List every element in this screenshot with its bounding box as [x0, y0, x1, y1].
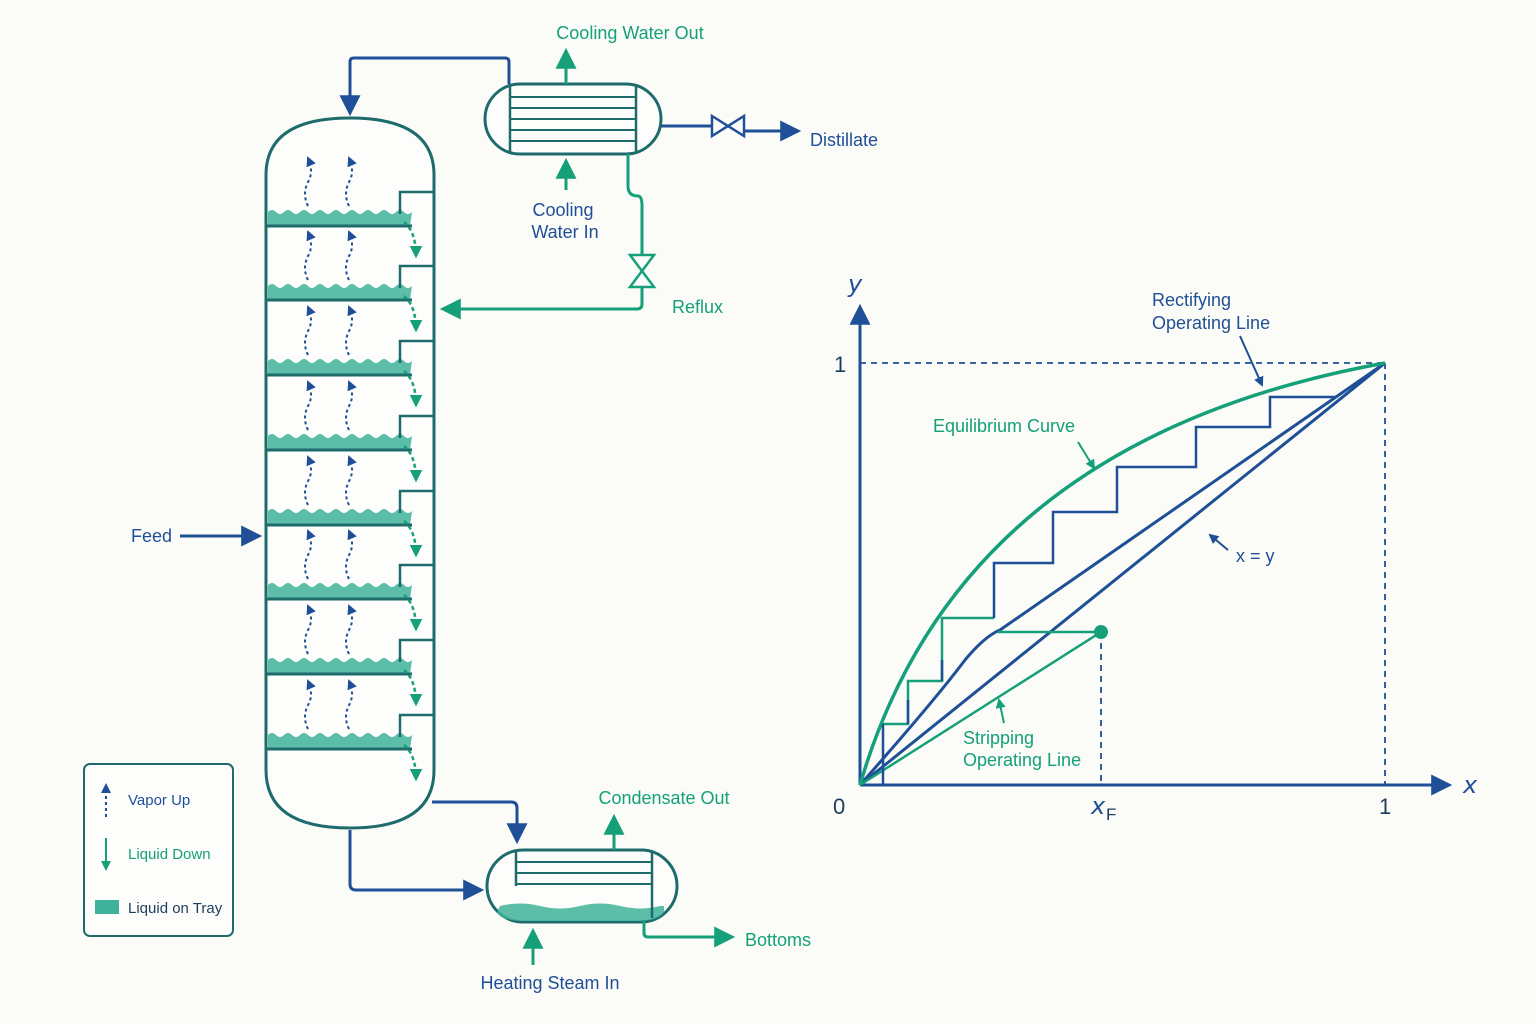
- tray-liquid: [268, 733, 412, 749]
- downcomer: [398, 563, 434, 587]
- tray: [266, 305, 434, 408]
- diagonal-label: x = y: [1236, 546, 1275, 566]
- xf-subscript: F: [1106, 805, 1116, 824]
- reflux-valve: [627, 253, 657, 289]
- heating-steam-in-label: Heating Steam In: [480, 973, 619, 993]
- downcomer: [398, 489, 434, 513]
- feed-point: [1094, 625, 1108, 639]
- distillation-column: [264, 116, 436, 830]
- downcomer: [398, 638, 434, 662]
- rectifying-label-2: Operating Line: [1152, 313, 1270, 333]
- downcomer: [398, 713, 434, 737]
- cooling-water-in-label-1: Cooling: [532, 200, 593, 220]
- liquid-down-arrow: [403, 744, 423, 782]
- reboiler-vapor-return-line: [432, 800, 528, 845]
- vapor-up-arrow: [304, 679, 316, 730]
- tray: [266, 230, 434, 333]
- liquid-down-arrow: [403, 445, 423, 483]
- rectifying-line: [858, 361, 1386, 786]
- downcomer: [398, 190, 434, 214]
- x-axis-label: x: [1462, 771, 1478, 799]
- condenser: [483, 82, 663, 156]
- y-tick-one: 1: [834, 352, 846, 377]
- feed-label: Feed: [131, 526, 172, 546]
- vapor-up-arrow: [345, 156, 357, 207]
- vapor-up-arrow: [304, 305, 316, 356]
- liquid-down-arrow: [403, 669, 423, 707]
- stripping-line: [859, 630, 1102, 787]
- vapor-up-arrow: [304, 156, 316, 207]
- xf-label: x: [1090, 792, 1106, 820]
- legend: Vapor Up Liquid Down Liquid on Tray: [83, 763, 234, 937]
- stripping-label-1: Stripping: [963, 728, 1034, 748]
- stage-steps-green: [883, 616, 994, 726]
- vapor-up-arrow: [345, 380, 357, 431]
- downcomer: [398, 414, 434, 438]
- liquid-down-arrow: [403, 370, 423, 408]
- liquid-down-arrow: [403, 520, 423, 558]
- tray-liquid: [268, 434, 412, 450]
- vapor-up-arrow: [345, 604, 357, 655]
- tray: [266, 679, 434, 782]
- equilibrium-label: Equilibrium Curve: [933, 416, 1075, 436]
- distillate-valve: [710, 113, 746, 139]
- x-tick-one: 1: [1379, 794, 1391, 819]
- vapor-up-arrow: [304, 230, 316, 281]
- vapor-up-arrow: [304, 604, 316, 655]
- liquid-down-arrow: [403, 295, 423, 333]
- vapor-up-arrow: [304, 380, 316, 431]
- stage-steps-blue: [881, 395, 1336, 785]
- vapor-up-arrow: [304, 529, 316, 580]
- tray: [266, 380, 434, 483]
- diagonal-line: [859, 361, 1386, 787]
- downcomer: [398, 264, 434, 288]
- origin-label: 0: [833, 794, 845, 819]
- vapor-up-arrow: [345, 305, 357, 356]
- stripping-label-2: Operating Line: [963, 750, 1081, 770]
- bottoms-to-reboiler-line: [348, 830, 485, 901]
- distillate-label: Distillate: [810, 130, 878, 150]
- vapor-up-arrow: [345, 679, 357, 730]
- condensate-out-label: Condensate Out: [598, 788, 729, 808]
- reboiler: [485, 848, 679, 924]
- legend-liquid-on-tray: Liquid on Tray: [128, 900, 223, 917]
- reflux-label: Reflux: [672, 297, 723, 317]
- cooling-water-in-label-2: Water In: [531, 222, 598, 242]
- equilibrium-curve: [858, 361, 1386, 786]
- liquid-down-arrow: [403, 594, 423, 632]
- tray-liquid: [268, 359, 412, 375]
- tray: [266, 156, 434, 259]
- vapor-up-arrow: [345, 529, 357, 580]
- reflux-line: [626, 154, 644, 255]
- bottoms-label: Bottoms: [745, 930, 811, 950]
- tray-liquid: [268, 583, 412, 599]
- vapor-up-arrow: [345, 230, 357, 281]
- tray: [266, 455, 434, 558]
- tray-liquid: [268, 284, 412, 300]
- y-axis-label: y: [847, 270, 863, 298]
- cooling-water-out-label: Cooling Water Out: [556, 23, 703, 43]
- tray: [266, 604, 434, 707]
- tray-liquid: [268, 210, 412, 226]
- mccabe-thiele-chart: y x 1 0 1 x F Rectifying Operating Line …: [833, 270, 1478, 824]
- rectifying-label-1: Rectifying: [1152, 290, 1231, 310]
- downcomer: [398, 339, 434, 363]
- bottoms-arrow: [642, 920, 736, 948]
- tray: [266, 529, 434, 632]
- liquid-down-arrow: [403, 221, 423, 259]
- overhead-vapor-line: [348, 56, 511, 98]
- vapor-up-arrow: [345, 455, 357, 506]
- tray-liquid: [268, 658, 412, 674]
- legend-liquid-down: Liquid Down: [128, 846, 211, 863]
- legend-vapor-up: Vapor Up: [128, 792, 190, 809]
- vapor-up-arrow: [304, 455, 316, 506]
- legend-tray-swatch: [95, 900, 119, 914]
- column-trays: [266, 156, 434, 782]
- tray-liquid: [268, 509, 412, 525]
